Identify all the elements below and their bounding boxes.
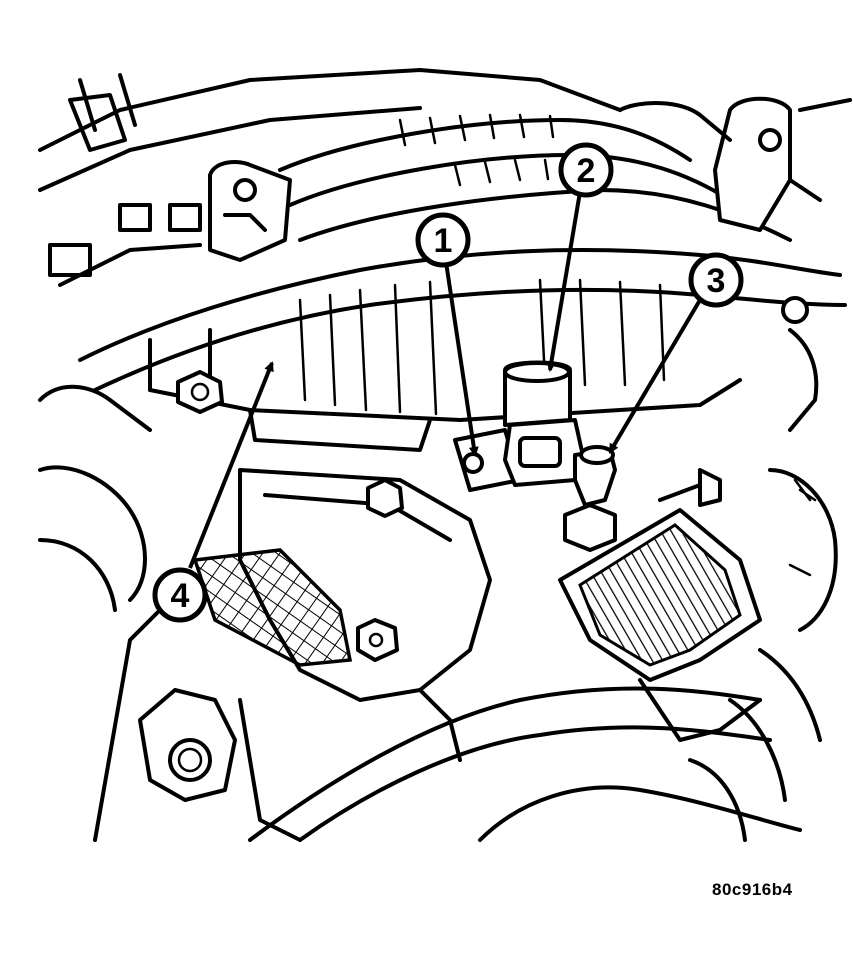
callout-label-2: 2 — [577, 152, 596, 190]
callout-3: 3 — [688, 252, 744, 308]
callout-1: 1 — [415, 212, 471, 268]
callout-label-3: 3 — [707, 262, 726, 300]
leader-lines — [188, 191, 702, 569]
engine-linework — [38, 68, 852, 842]
leader-line-4 — [188, 361, 274, 569]
leader-line-3 — [608, 298, 702, 454]
leader-line-2 — [546, 191, 582, 372]
callout-4: 4 — [152, 567, 208, 623]
callout-2: 2 — [558, 142, 614, 198]
leader-line-1 — [444, 261, 479, 457]
callout-label-4: 4 — [171, 577, 190, 615]
figure-id: 80c916b4 — [712, 880, 793, 899]
callout-label-1: 1 — [434, 222, 453, 260]
